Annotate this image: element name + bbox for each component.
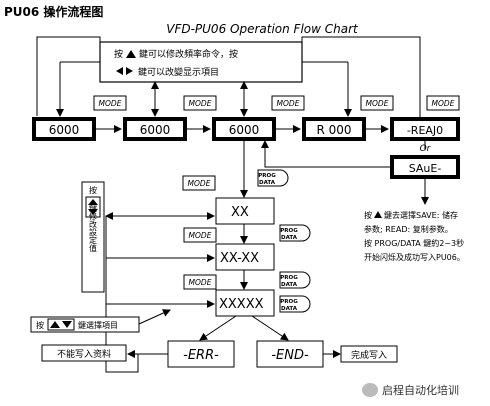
svg-text:6000: 6000 bbox=[229, 123, 260, 137]
svg-text:PROG: PROG bbox=[280, 275, 298, 281]
svg-text:-REAJ0: -REAJ0 bbox=[407, 124, 443, 137]
svg-text:开始闪烁及成功写入PU06。: 开始闪烁及成功写入PU06。 bbox=[364, 252, 465, 262]
flow-box-xx: XX bbox=[215, 197, 275, 225]
lcd-display-save: SAuE- bbox=[390, 155, 460, 179]
bottom-left-note: 按 鍵選擇項目 bbox=[30, 316, 140, 333]
up-triangle-icon bbox=[88, 199, 98, 205]
left-vertical-note: 按 鍵修改設定值 bbox=[81, 181, 105, 293]
flow-box-err: -ERR- bbox=[167, 340, 235, 368]
left-triangle-icon bbox=[116, 67, 123, 75]
svg-text:DATA: DATA bbox=[281, 235, 298, 241]
svg-text:按: 按 bbox=[89, 185, 97, 195]
svg-text:MODE: MODE bbox=[189, 278, 212, 287]
svg-text:MODE: MODE bbox=[277, 99, 300, 108]
svg-text:MODE: MODE bbox=[99, 99, 122, 108]
lcd-display-4: R 000 bbox=[302, 117, 366, 141]
wechat-icon bbox=[362, 383, 378, 397]
svg-text:按: 按 bbox=[36, 320, 44, 330]
flow-box-xx-xx: XX-XX bbox=[215, 243, 275, 271]
lcd-display-3: 6000 bbox=[212, 117, 276, 141]
loop-line-right bbox=[301, 36, 421, 117]
prog-data-button-2: PROG DATA bbox=[279, 224, 311, 242]
watermark-text: 启程自动化培训 bbox=[382, 384, 459, 397]
svg-text:MODE: MODE bbox=[189, 231, 212, 240]
svg-text:PROG: PROG bbox=[280, 299, 298, 305]
svg-text:XXXXX: XXXXX bbox=[219, 297, 264, 312]
up-triangle-icon bbox=[50, 321, 60, 328]
svg-text:6000: 6000 bbox=[49, 123, 80, 137]
svg-text:按: 按 bbox=[364, 210, 372, 220]
mode-button-2: MODE bbox=[183, 95, 217, 111]
svg-text:6000: 6000 bbox=[140, 123, 171, 137]
prog-data-button-3: PROG DATA bbox=[279, 271, 311, 289]
down-triangle-icon bbox=[62, 321, 72, 328]
lcd-display-2: 6000 bbox=[123, 117, 187, 141]
mode-button-1: MODE bbox=[93, 95, 127, 111]
svg-text:参数; READ: 复制参数。: 参数; READ: 复制参数。 bbox=[364, 224, 453, 234]
mode-button-3: MODE bbox=[271, 95, 305, 111]
or-label: Or bbox=[420, 144, 432, 154]
top-note-line1-prefix: 按 bbox=[114, 48, 123, 60]
mode-button-center: MODE bbox=[182, 175, 216, 191]
down-triangle-icon bbox=[88, 209, 98, 215]
svg-text:-ERR-: -ERR- bbox=[183, 348, 219, 363]
svg-text:R 000: R 000 bbox=[316, 123, 351, 137]
svg-text:DATA: DATA bbox=[281, 306, 298, 312]
top-note-line2: 鍵可以改變显示項目 bbox=[138, 66, 219, 78]
svg-text:完成写入: 完成写入 bbox=[351, 349, 387, 361]
loop-line-left bbox=[36, 36, 101, 116]
svg-text:XX: XX bbox=[231, 205, 249, 220]
prog-data-button-4: PROG DATA bbox=[279, 295, 311, 313]
right-triangle-icon bbox=[126, 67, 133, 75]
write-done-box: 完成写入 bbox=[340, 345, 398, 363]
svg-text:XX-XX: XX-XX bbox=[220, 251, 259, 266]
mode-button-5: MODE bbox=[426, 95, 460, 111]
svg-text:PROG: PROG bbox=[258, 173, 276, 179]
svg-text:不能写入资料: 不能写入资料 bbox=[57, 348, 111, 360]
svg-text:DATA: DATA bbox=[281, 282, 298, 288]
mode-button-center-2: MODE bbox=[183, 227, 217, 243]
svg-text:DATA: DATA bbox=[259, 180, 276, 186]
svg-text:按 PROG/DATA 鍵約2~3秒: 按 PROG/DATA 鍵約2~3秒 bbox=[364, 238, 464, 248]
svg-text:MODE: MODE bbox=[366, 99, 389, 108]
svg-text:鍵選擇項目: 鍵選擇項目 bbox=[78, 320, 118, 330]
cannot-write-box: 不能写入资料 bbox=[41, 344, 127, 362]
up-triangle-icon bbox=[374, 211, 382, 218]
prog-data-button-1: PROG DATA bbox=[257, 169, 289, 187]
svg-text:-END-: -END- bbox=[271, 348, 309, 363]
flow-box-xxxxx: XXXXX bbox=[215, 289, 275, 317]
left-vertical-note-text: 鍵修改設定值 bbox=[89, 203, 98, 253]
svg-text:鍵去選擇SAVE: 储存: 鍵去選擇SAVE: 储存 bbox=[384, 210, 458, 220]
mode-button-center-3: MODE bbox=[183, 274, 217, 290]
right-note: 按 鍵去選擇SAVE: 储存 参数; READ: 复制参数。 按 PROG/DA… bbox=[364, 210, 465, 262]
svg-text:PROG: PROG bbox=[280, 228, 298, 234]
svg-text:MODE: MODE bbox=[188, 179, 211, 188]
flow-box-end: -END- bbox=[256, 340, 324, 368]
watermark: 启程自动化培训 bbox=[362, 380, 488, 400]
page-heading: PU06 操作流程图 bbox=[4, 5, 104, 19]
lcd-display-read: -REAJ0 bbox=[390, 117, 460, 141]
mode-button-4: MODE bbox=[360, 95, 394, 111]
svg-text:MODE: MODE bbox=[432, 99, 455, 108]
up-triangle-icon bbox=[126, 50, 136, 58]
chart-title: VFD-PU06 Operation Flow Chart bbox=[166, 22, 359, 36]
top-note-line1: 鍵可以修改頻率命令，按 bbox=[139, 48, 238, 60]
lcd-display-1: 6000 bbox=[32, 117, 96, 141]
svg-text:MODE: MODE bbox=[189, 99, 212, 108]
svg-text:SAuE-: SAuE- bbox=[409, 162, 442, 175]
